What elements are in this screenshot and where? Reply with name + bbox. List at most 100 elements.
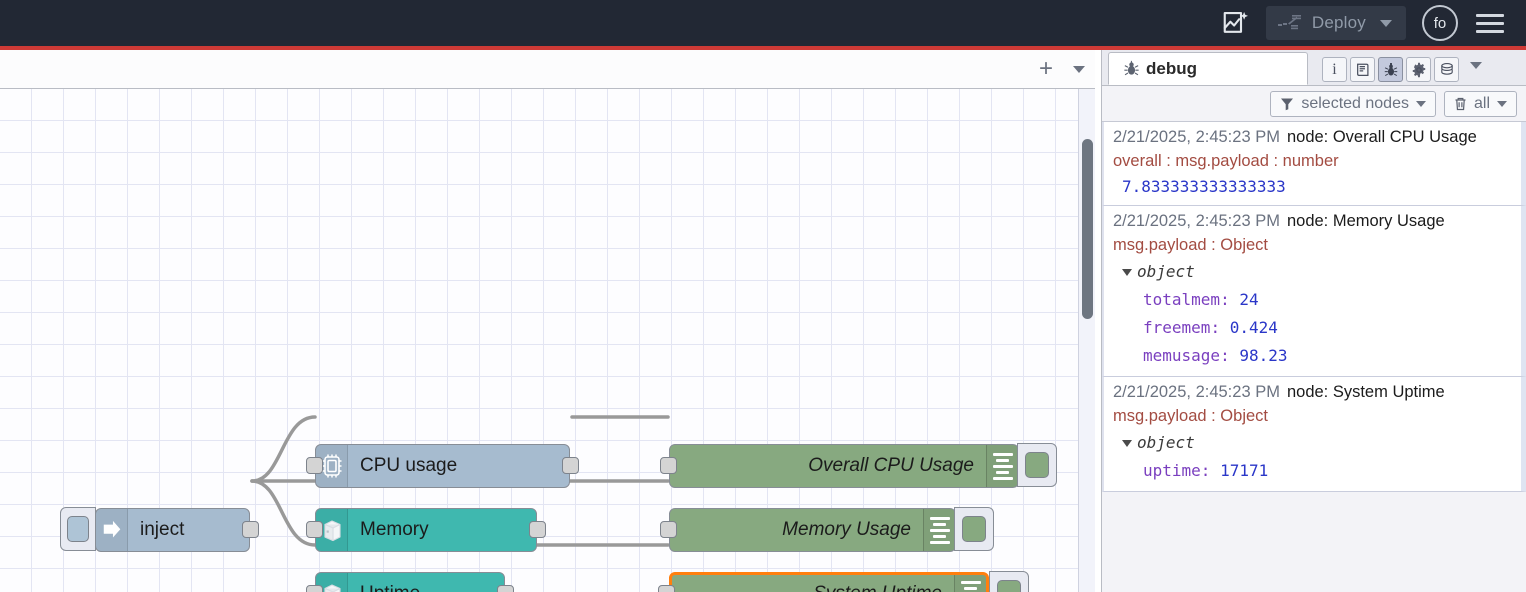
debug-timestamp: 2/21/2025, 2:45:23 PM <box>1113 128 1280 146</box>
add-flow-button[interactable]: + <box>1038 55 1053 82</box>
node-input-port[interactable] <box>658 585 675 592</box>
debug-lines-icon <box>986 445 1018 487</box>
avatar-initials: fo <box>1433 14 1447 32</box>
deploy-button[interactable]: Deploy <box>1265 6 1406 40</box>
library-tab-icon[interactable] <box>1350 57 1375 82</box>
debug-clear-button[interactable]: all <box>1443 90 1517 117</box>
context-tab-icon[interactable] <box>1434 57 1459 82</box>
debug-object-label: object <box>1137 433 1195 453</box>
debug-topic: overall : msg.payload : number <box>1113 151 1339 170</box>
deploy-icon <box>1277 15 1301 30</box>
app-header: Deploy fo <box>0 0 1526 46</box>
sidebar-tab-debug[interactable]: debug <box>1108 52 1308 85</box>
debug-clear-label: all <box>1473 94 1490 112</box>
triangle-down-icon[interactable] <box>1122 268 1132 276</box>
canvas-vertical-scrollbar[interactable] <box>1078 89 1095 592</box>
debug-filter-label: selected nodes <box>1301 94 1409 112</box>
debug-object-property: totalmem: 24 <box>1143 290 1259 310</box>
chevron-down-icon[interactable] <box>1380 19 1392 27</box>
chevron-down-icon <box>1415 100 1426 107</box>
property-value: 17171 <box>1220 461 1269 481</box>
node-output-port[interactable] <box>529 521 546 538</box>
trash-icon <box>1455 97 1466 110</box>
deploy-button-main[interactable]: Deploy <box>1266 6 1380 40</box>
flow-node-label: Uptime <box>348 583 504 592</box>
chevron-down-icon <box>1470 62 1482 69</box>
flow-tab-bar: + <box>0 50 1095 89</box>
debug-timestamp: 2/21/2025, 2:45:23 PM <box>1113 383 1280 402</box>
property-value: 0.424 <box>1229 318 1278 338</box>
flow-canvas[interactable]: inject CPU usage <box>0 89 1095 592</box>
sidebar-more-tabs-button[interactable] <box>1470 62 1482 69</box>
config-tab-icon[interactable] <box>1406 57 1431 82</box>
triangle-down-icon[interactable] <box>1122 439 1132 447</box>
debug-source-node[interactable]: node: Overall CPU Usage <box>1286 128 1477 146</box>
debug-tab-icon[interactable] <box>1378 57 1403 82</box>
debug-source-node[interactable]: node: System Uptime <box>1286 383 1445 402</box>
flow-node-label: inject <box>140 519 185 540</box>
sidebar-tab-label: debug <box>1146 58 1197 78</box>
sidebar: debug i <box>1101 50 1526 592</box>
flow-node-label: Overall CPU Usage <box>808 455 974 476</box>
debug-toggle-button[interactable] <box>954 507 994 551</box>
debug-toggle-button[interactable] <box>1017 443 1057 487</box>
debug-lines-icon <box>954 575 986 592</box>
node-output-port[interactable] <box>497 585 514 592</box>
node-input-port[interactable] <box>660 521 677 538</box>
server-box-icon <box>316 573 348 592</box>
node-input-port[interactable] <box>660 457 677 474</box>
inject-trigger-button[interactable] <box>60 507 96 551</box>
debug-message[interactable]: 2/21/2025, 2:45:23 PM node: System Uptime… <box>1102 377 1526 493</box>
flow-node-label: Memory <box>360 519 429 540</box>
debug-object-property: uptime: 17171 <box>1143 461 1269 481</box>
hamburger-menu-icon[interactable] <box>1472 10 1508 37</box>
debug-topic: msg.payload : Object <box>1113 236 1268 255</box>
debug-lines-icon <box>923 509 955 551</box>
debug-source-node[interactable]: node: Memory Usage <box>1286 212 1445 231</box>
funnel-icon <box>1281 98 1294 110</box>
debug-toggle-inner <box>997 580 1021 592</box>
flow-node-label: CPU usage <box>360 455 458 476</box>
property-key: totalmem <box>1143 290 1221 310</box>
bug-icon <box>1124 60 1139 76</box>
unsaved-changes-bar <box>0 46 1526 50</box>
sidebar-tab-bar: debug i <box>1102 50 1526 86</box>
flow-node-label: System Uptime <box>672 583 954 592</box>
debug-object-property: memusage: 98.23 <box>1143 346 1288 366</box>
info-tab-icon[interactable]: i <box>1322 57 1347 82</box>
property-value: 98.23 <box>1239 346 1288 366</box>
property-value: 24 <box>1239 290 1259 310</box>
node-input-port[interactable] <box>306 457 323 474</box>
debug-object-property: freemem: 0.424 <box>1143 318 1278 338</box>
node-input-port[interactable] <box>306 521 323 538</box>
property-key: uptime <box>1143 461 1201 481</box>
node-output-port[interactable] <box>242 521 259 538</box>
debug-toggle-inner <box>1025 452 1049 478</box>
property-key: memusage <box>1143 346 1221 366</box>
debug-object-label: object <box>1137 262 1195 282</box>
flow-node-label: Memory Usage <box>782 519 911 540</box>
debug-message[interactable]: 2/21/2025, 2:45:23 PM node: Overall CPU U… <box>1102 122 1526 207</box>
debug-message-list[interactable]: 2/21/2025, 2:45:23 PM node: Overall CPU U… <box>1102 122 1526 592</box>
debug-object-toggle[interactable]: object <box>1113 258 1513 286</box>
avatar[interactable]: fo <box>1422 5 1458 41</box>
node-input-port[interactable] <box>306 585 323 592</box>
debug-object-toggle[interactable]: object <box>1113 429 1513 457</box>
inject-trigger-inner <box>67 516 89 542</box>
node-output-port[interactable] <box>562 457 579 474</box>
flow-list-menu-button[interactable] <box>1063 50 1095 88</box>
deploy-label: Deploy <box>1311 13 1366 32</box>
flow-workspace: + <box>0 50 1095 592</box>
sidebar-tab-icons: i <box>1322 57 1482 82</box>
canvas-scrollbar-thumb[interactable] <box>1082 139 1093 319</box>
debug-value: 7.833333333333333 <box>1122 176 1286 196</box>
debug-filter-button[interactable]: selected nodes <box>1270 90 1436 117</box>
flow-sparkle-icon[interactable] <box>1216 3 1256 43</box>
debug-toolbar: selected nodes all <box>1102 86 1526 122</box>
debug-topic: msg.payload : Object <box>1113 407 1268 426</box>
debug-timestamp: 2/21/2025, 2:45:23 PM <box>1113 212 1280 231</box>
debug-toggle-button[interactable] <box>989 571 1029 592</box>
arrow-right-icon <box>96 509 128 551</box>
chevron-down-icon <box>1073 65 1085 73</box>
